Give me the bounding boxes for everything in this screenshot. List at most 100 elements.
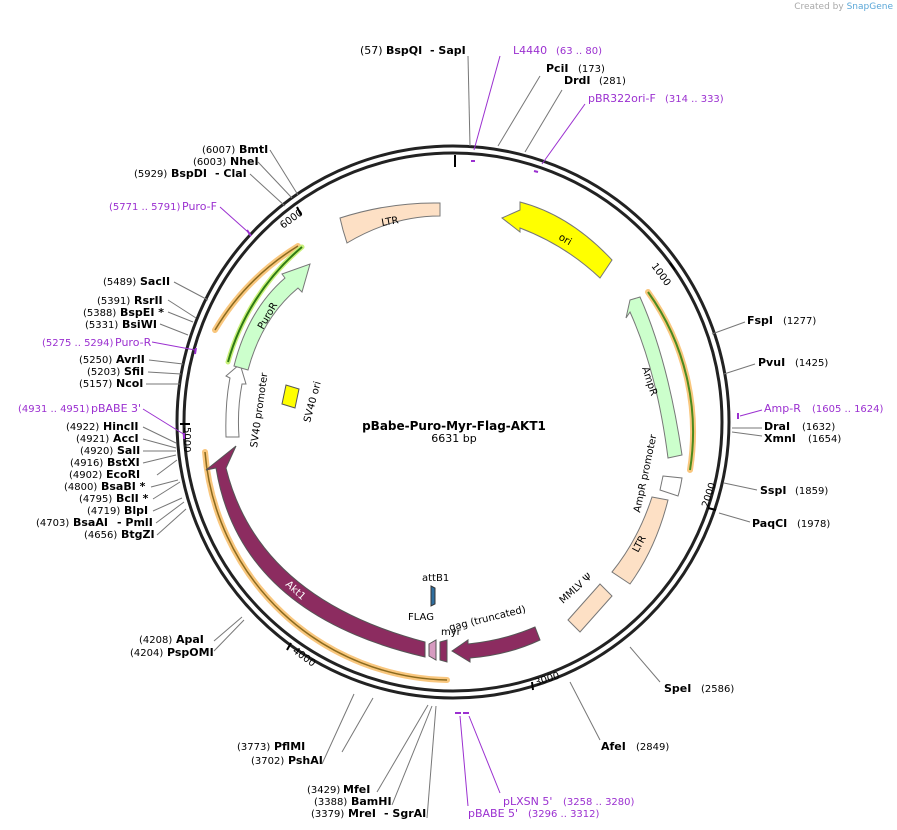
apai-pos: (4208) bbox=[139, 635, 172, 646]
leader-bcli bbox=[152, 481, 181, 500]
leader-fspi bbox=[711, 321, 746, 335]
tick-3000: 3000 bbox=[534, 671, 562, 689]
tick-mark-1000 bbox=[669, 262, 676, 271]
leader-sacii bbox=[173, 281, 209, 301]
hincii-name: HincII bbox=[103, 420, 139, 433]
bsiwi-pos: (5331) bbox=[85, 320, 118, 331]
paqci-pos: (1978) bbox=[797, 519, 830, 530]
leader-bspqi bbox=[467, 55, 471, 147]
bcli-name: BclI * bbox=[116, 492, 149, 505]
afei-name: AfeI bbox=[601, 740, 626, 753]
tick-mark-4000 bbox=[286, 642, 292, 651]
sali-name: SalI bbox=[117, 444, 140, 457]
fspi-name: FspI bbox=[747, 314, 773, 327]
primer-mark-purof bbox=[246, 229, 252, 237]
attb1-label: attB1 bbox=[422, 573, 449, 584]
tick-5000: 5000 bbox=[181, 427, 192, 452]
ori-feature bbox=[501, 201, 613, 279]
apai-name: ApaI bbox=[176, 633, 204, 646]
ampr-promoter-feature bbox=[659, 475, 683, 497]
plasmid-size: 6631 bp bbox=[431, 432, 476, 445]
sfii-name: SfiI bbox=[124, 365, 144, 378]
acci-pos: (4921) bbox=[76, 434, 109, 445]
leader-mfei bbox=[376, 704, 429, 793]
sspi-pos: (1859) bbox=[795, 486, 828, 497]
drai-pos: (1632) bbox=[802, 422, 835, 433]
flag-feature bbox=[428, 639, 437, 661]
site-labels-bottom: pLXSN 5' (3258 .. 3280) pBABE 5' (3296 .… bbox=[237, 740, 635, 820]
snapgene-brand: SnapGene bbox=[846, 2, 893, 12]
blpi-name: BlpI bbox=[124, 504, 148, 517]
pmli-name: - PmlI bbox=[117, 516, 153, 529]
pspomi-pos: (4204) bbox=[130, 648, 163, 659]
pshai-name: PshAI bbox=[288, 754, 323, 767]
purof-range: (5771 .. 5791) bbox=[109, 202, 181, 213]
backbone-inner bbox=[182, 151, 724, 693]
site-labels-top: (57) BspQI - SapI L4440 (63 .. 80) PciI … bbox=[360, 44, 724, 105]
ncoi-name: NcoI bbox=[116, 377, 143, 390]
blpi-pos: (4719) bbox=[87, 506, 120, 517]
leader-pbabe5 bbox=[459, 715, 469, 807]
orf-line-puror-inner bbox=[227, 246, 303, 363]
leader-bsabi bbox=[150, 479, 179, 488]
bsaai-pos: (4703) bbox=[36, 518, 69, 529]
avrii-name: AvrII bbox=[116, 353, 145, 366]
leader-pbabe3 bbox=[142, 408, 186, 436]
clai-name: - ClaI bbox=[215, 167, 247, 180]
sspi-name: SspI bbox=[760, 484, 786, 497]
pvui-pos: (1425) bbox=[795, 358, 828, 369]
bspdi-name: BspDI bbox=[171, 167, 207, 180]
sacii-pos: (5489) bbox=[103, 277, 136, 288]
xmni-name: XmnI bbox=[764, 432, 796, 445]
leader-pshai bbox=[321, 693, 355, 765]
plasmid-name: pBabe-Puro-Myr-Flag-AKT1 bbox=[362, 419, 546, 433]
orf-line-ampr bbox=[647, 291, 695, 471]
pbr322-name: pBR322ori-F bbox=[588, 92, 656, 105]
leader-pflmi bbox=[341, 697, 374, 753]
tick-mark-2000 bbox=[707, 507, 717, 511]
plxsn-range: (3258 .. 3280) bbox=[563, 797, 635, 808]
mfei-name: MfeI bbox=[343, 783, 370, 796]
afei-pos: (2849) bbox=[636, 742, 669, 753]
leader-ampr-primer bbox=[739, 409, 763, 417]
bspqi-pos: (57) bbox=[360, 44, 383, 57]
akt1-feature bbox=[205, 445, 426, 658]
pflmi-pos: (3773) bbox=[237, 742, 270, 753]
puror-primer-name: Puro-R bbox=[115, 336, 152, 349]
gag-feature bbox=[451, 626, 541, 663]
leader-drdi bbox=[524, 89, 563, 153]
sfii-pos: (5203) bbox=[87, 367, 120, 378]
nhei-name: NheI bbox=[230, 155, 259, 168]
rsrii-pos: (5391) bbox=[97, 296, 130, 307]
credit-prefix: Created by bbox=[794, 2, 844, 12]
leader-plxsn bbox=[468, 715, 501, 794]
bspdi-pos: (5929) bbox=[134, 169, 167, 180]
leader-btgzi bbox=[156, 508, 187, 536]
leader-nhei bbox=[257, 161, 293, 199]
bstxi-pos: (4916) bbox=[70, 458, 103, 469]
ltr-top-feature bbox=[339, 202, 441, 244]
tick-mark-3000 bbox=[531, 681, 534, 691]
myr-feature bbox=[439, 639, 448, 663]
bsiwi-name: BsiWI bbox=[122, 318, 157, 331]
mrei-name: MreI bbox=[348, 807, 376, 820]
leader-xmni bbox=[731, 431, 763, 437]
pshai-pos: (3702) bbox=[251, 756, 284, 767]
drai-name: DraI bbox=[764, 420, 790, 433]
leader-bamhi bbox=[391, 705, 433, 806]
pbabe3-name: pBABE 3' bbox=[91, 402, 141, 415]
backbone-outer bbox=[175, 144, 731, 700]
sgrai-name: - SgrAI bbox=[384, 807, 426, 820]
leader-pvui bbox=[723, 363, 756, 375]
pflmi-name: PflMI bbox=[274, 740, 305, 753]
primer-mark-pbr322 bbox=[533, 170, 539, 173]
tick-4000: 4000 bbox=[290, 646, 317, 670]
leader-paqci bbox=[718, 512, 751, 523]
ltr-top-label: LTR bbox=[381, 215, 400, 229]
leader-pspomi bbox=[213, 619, 245, 652]
spei-name: SpeI bbox=[664, 682, 691, 695]
pbabe5-range: (3296 .. 3312) bbox=[528, 809, 600, 820]
puror-feature bbox=[233, 263, 311, 371]
orf-line-puror-outer bbox=[214, 245, 299, 331]
mrei-pos: (3379) bbox=[311, 809, 344, 820]
